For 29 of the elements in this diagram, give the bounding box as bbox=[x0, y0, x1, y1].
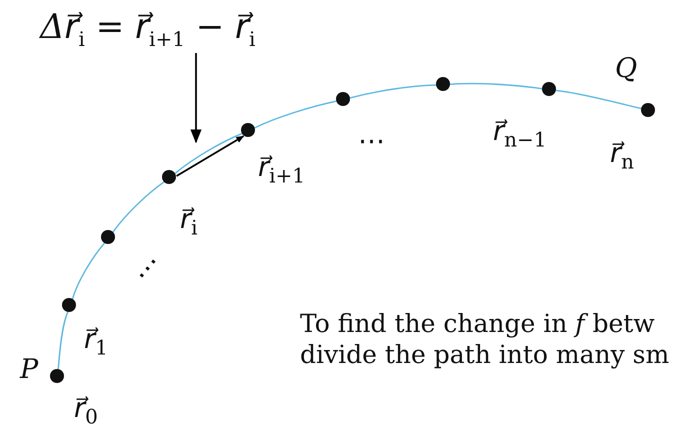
point-dot bbox=[542, 82, 556, 96]
point-label: Q bbox=[615, 55, 638, 82]
point-dot bbox=[62, 298, 76, 312]
ellipsis: ⋯ bbox=[128, 249, 167, 288]
point-label: r⃗$_{n−1}$ bbox=[493, 118, 546, 150]
curve-path bbox=[450, 82, 542, 90]
leader-arrow bbox=[190, 53, 202, 144]
point-label: r⃗$_{n}$ bbox=[610, 140, 634, 172]
point-label: r⃗$_{0}$ bbox=[74, 395, 98, 426]
point-dot bbox=[101, 230, 115, 244]
point-dot bbox=[241, 123, 255, 137]
point-dot bbox=[336, 92, 350, 106]
curve-path bbox=[556, 90, 642, 110]
equation-label: Δr⃗$_{i}$ = r⃗$_{i+1}$ − r⃗$_{i}$ bbox=[40, 10, 256, 49]
point-label: r⃗$_{1}$ bbox=[84, 326, 108, 358]
curve-path bbox=[254, 100, 336, 128]
point-dot bbox=[50, 369, 64, 383]
point-dot bbox=[641, 103, 655, 117]
note-text: To find the change in f betw divide the path into many sm bbox=[300, 308, 670, 370]
ellipsis: ⋯ bbox=[358, 128, 385, 155]
curve-path bbox=[112, 181, 164, 232]
curve-path bbox=[72, 242, 106, 300]
curve-path bbox=[57, 312, 68, 370]
point-dot bbox=[436, 77, 450, 91]
point-label: r⃗$_{i+1}$ bbox=[258, 154, 305, 186]
curve-path bbox=[350, 84, 436, 99]
point-label: r⃗$_{i}$ bbox=[180, 206, 198, 238]
point-dot bbox=[162, 170, 176, 184]
point-label: P bbox=[20, 356, 38, 383]
